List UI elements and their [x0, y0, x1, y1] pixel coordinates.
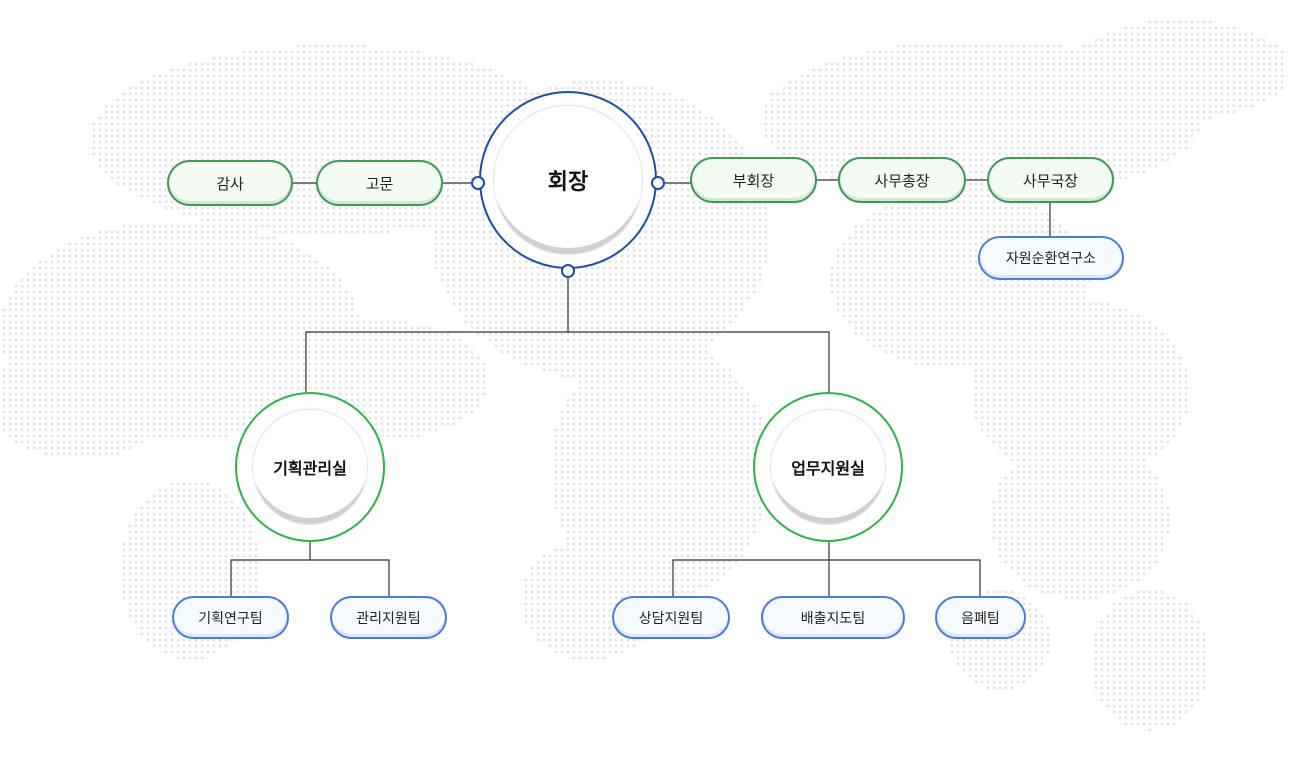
advisor-box: 고문	[316, 160, 443, 206]
chairman-left-port	[471, 176, 485, 190]
chairman-node: 회장	[493, 105, 643, 255]
vice-chairman-label: 부회장	[732, 171, 775, 190]
team-box: 배출지도팀	[761, 596, 905, 639]
chairman-right-port	[651, 176, 665, 190]
team-label: 배출지도팀	[800, 610, 866, 627]
auditor-label: 감사	[216, 174, 244, 193]
team-label: 관리지원팀	[356, 610, 421, 627]
support-division-label: 업무지원실	[791, 459, 865, 478]
chairman-label: 회장	[547, 170, 589, 195]
team-box: 기획연구팀	[172, 596, 289, 639]
support-division-node: 업무지원실	[770, 409, 886, 525]
chairman-bottom-port	[561, 264, 575, 278]
advisor-label: 고문	[365, 174, 394, 193]
institute-box: 자원순환연구소	[978, 236, 1124, 280]
team-label: 상담지원팀	[638, 610, 704, 627]
team-label: 음폐팀	[961, 610, 1000, 627]
executive-director-box: 사무국장	[987, 157, 1114, 203]
team-label: 기획연구팀	[198, 610, 263, 627]
team-box: 관리지원팀	[330, 596, 447, 639]
vice-chairman-box: 부회장	[690, 157, 817, 203]
secretary-general-label: 사무총장	[874, 171, 930, 190]
executive-director-label: 사무국장	[1022, 171, 1079, 190]
institute-label: 자원순환연구소	[1005, 251, 1097, 267]
planning-division-node: 기획관리실	[252, 409, 368, 525]
secretary-general-box: 사무총장	[838, 157, 966, 203]
auditor-box: 감사	[167, 160, 293, 206]
planning-division-label: 기획관리실	[273, 459, 347, 478]
team-box: 음폐팀	[935, 596, 1026, 639]
team-box: 상담지원팀	[612, 596, 730, 639]
